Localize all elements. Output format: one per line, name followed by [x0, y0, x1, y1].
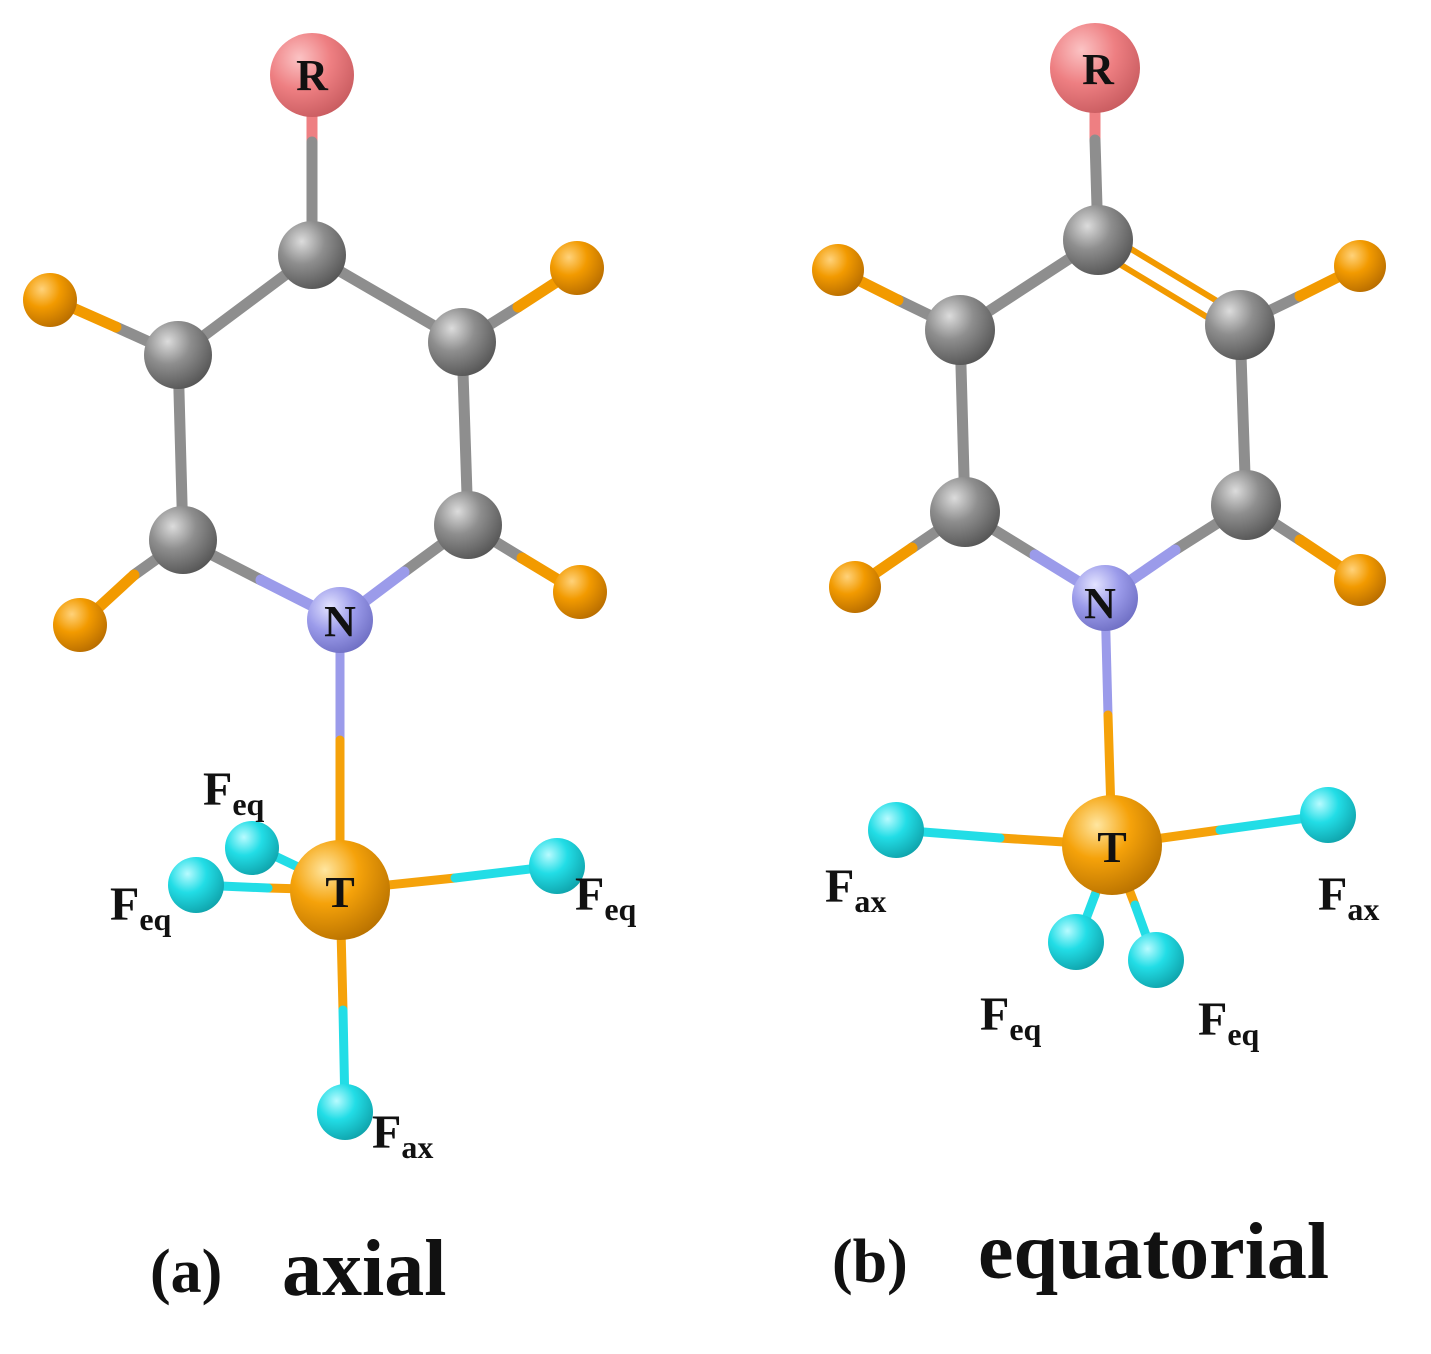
fluorine-atom — [1128, 932, 1184, 988]
label-base: F — [110, 878, 139, 931]
fluorine-atom — [1300, 787, 1356, 843]
panel-b-equatorial: R N T Fax Fax Feq Feq (b) equatorial — [812, 23, 1386, 1296]
label-base: F — [1318, 868, 1347, 921]
carbon-atom — [1205, 290, 1275, 360]
carbon-atom — [144, 321, 212, 389]
carbon-atom — [1063, 205, 1133, 275]
panel-b-title: equatorial — [978, 1208, 1329, 1296]
carbon-atom — [1211, 470, 1281, 540]
carbon-atom — [930, 477, 1000, 547]
panel-b-labels: R N T Fax Fax Feq Feq (b) equatorial — [825, 45, 1379, 1296]
atom-label-t: T — [1097, 823, 1126, 872]
carbon-atom — [434, 491, 502, 559]
central-t-atom — [290, 840, 390, 940]
hydrogen-atom — [553, 565, 607, 619]
carbon-atom — [149, 506, 217, 574]
panel-a-tag: (a) — [150, 1238, 222, 1306]
carbon-atom — [428, 308, 496, 376]
panel-a-title: axial — [282, 1225, 446, 1313]
label-subscript: eq — [1009, 1011, 1041, 1047]
label-f-eq-left: Feq — [110, 878, 172, 937]
label-subscript: eq — [139, 901, 171, 937]
carbon-atom — [925, 295, 995, 365]
hydrogen-atom — [23, 273, 77, 327]
fluorine-atom — [1048, 914, 1104, 970]
label-base: F — [372, 1106, 401, 1159]
label-subscript: ax — [401, 1129, 433, 1165]
carbon-atom — [278, 221, 346, 289]
hydrogen-atom — [829, 561, 881, 613]
label-subscript: eq — [604, 891, 636, 927]
label-base: F — [1198, 993, 1227, 1046]
r-group-atom — [270, 33, 354, 117]
atom-label-n: N — [1084, 579, 1116, 628]
fluorine-atom — [168, 857, 224, 913]
panel-a-labels: R N T Feq Feq Feq Fax (a) axial — [110, 51, 637, 1313]
panel-b-atoms — [812, 23, 1386, 988]
label-f-ax-left: Fax — [825, 860, 886, 919]
fluorine-atom — [529, 838, 585, 894]
label-base: F — [980, 988, 1009, 1041]
atom-label-r: R — [296, 51, 329, 100]
label-subscript: ax — [854, 883, 886, 919]
hydrogen-atom — [812, 244, 864, 296]
atom-label-t: T — [325, 868, 354, 917]
atom-label-n: N — [324, 597, 356, 646]
fluorine-atom — [225, 821, 279, 875]
label-f-eq-upper: Feq — [203, 763, 265, 822]
panel-a-axial: R N T Feq Feq Feq Fax (a) axial — [23, 33, 637, 1313]
hydrogen-atom — [550, 241, 604, 295]
nitrogen-atom — [307, 587, 373, 653]
hydrogen-atom — [1334, 240, 1386, 292]
label-f-eq-right: Feq — [1198, 993, 1260, 1052]
hydrogen-atom — [53, 598, 107, 652]
atom-label-r: R — [1082, 45, 1115, 94]
label-subscript: eq — [232, 786, 264, 822]
fluorine-atom — [868, 802, 924, 858]
panel-a-atoms — [23, 33, 607, 1140]
central-t-atom — [1062, 795, 1162, 895]
r-group-atom — [1050, 23, 1140, 113]
label-f-eq-left: Feq — [980, 988, 1042, 1047]
label-subscript: eq — [1227, 1016, 1259, 1052]
label-base: F — [825, 860, 854, 913]
label-base: F — [203, 763, 232, 816]
fluorine-atom — [317, 1084, 373, 1140]
label-subscript: ax — [1347, 891, 1379, 927]
label-f-ax: Fax — [372, 1106, 433, 1165]
label-f-eq-right: Feq — [575, 868, 637, 927]
hydrogen-atom — [1334, 554, 1386, 606]
panel-b-tag: (b) — [832, 1228, 908, 1296]
label-base: F — [575, 868, 604, 921]
nitrogen-atom — [1072, 565, 1138, 631]
label-f-ax-right: Fax — [1318, 868, 1379, 927]
